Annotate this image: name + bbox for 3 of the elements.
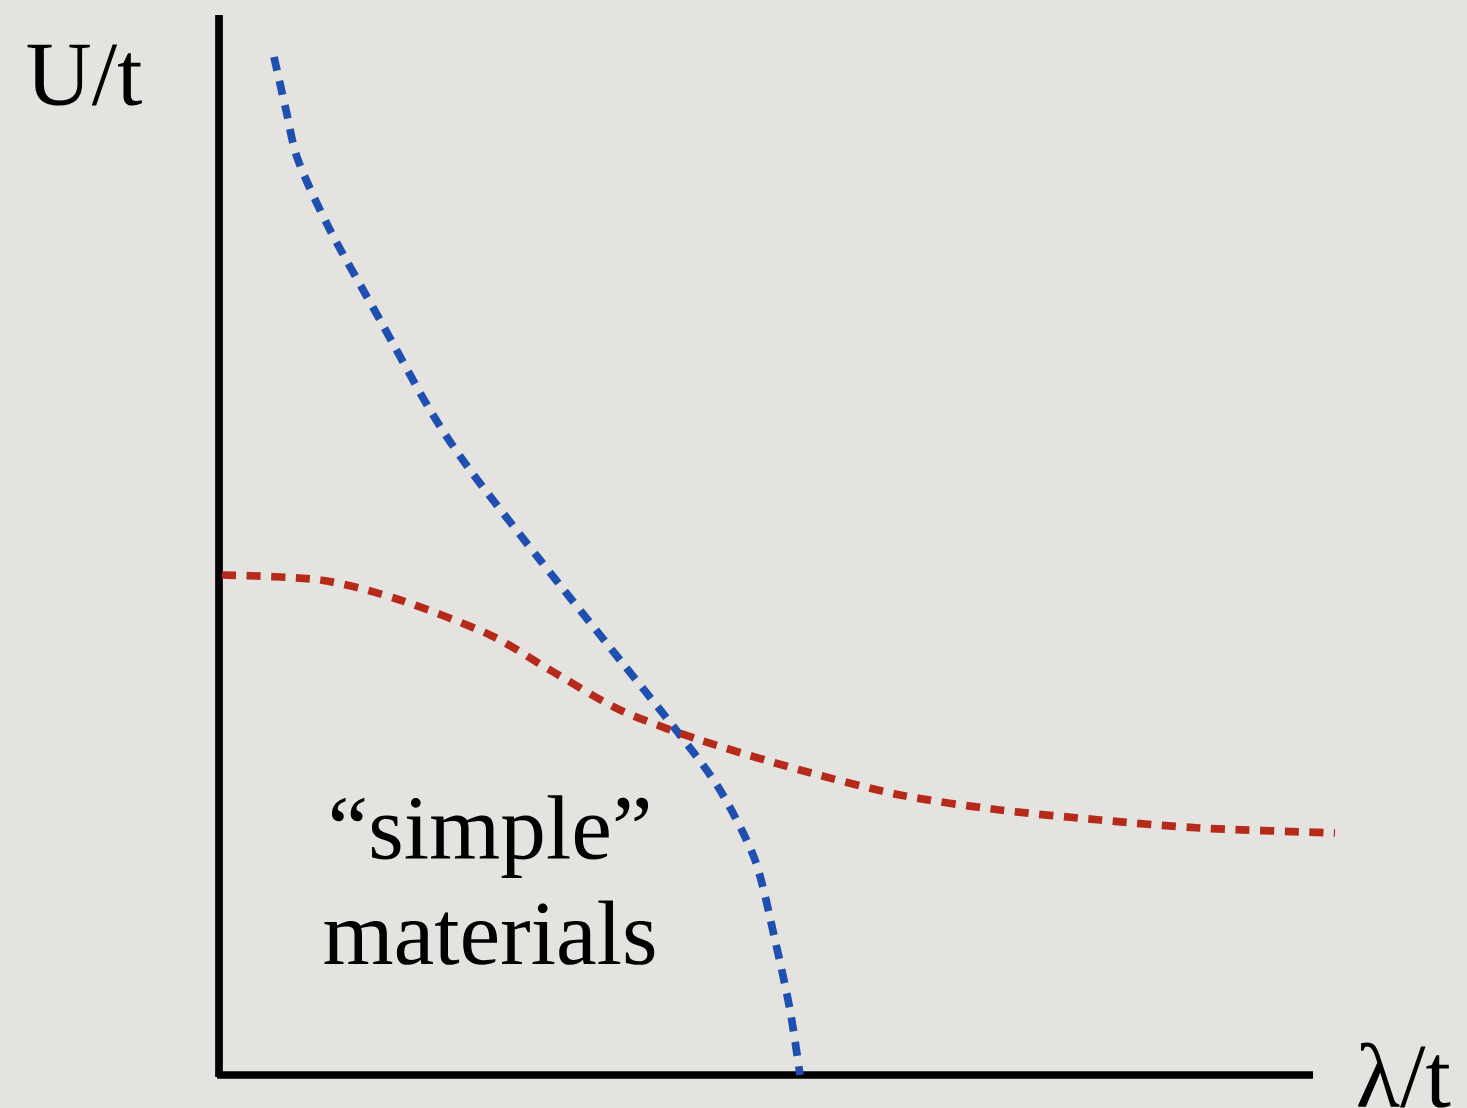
region-label: “simple” materials: [324, 795, 655, 965]
axis-label: λ/t: [1358, 1042, 1451, 1108]
axis-label: U/t: [27, 44, 142, 106]
